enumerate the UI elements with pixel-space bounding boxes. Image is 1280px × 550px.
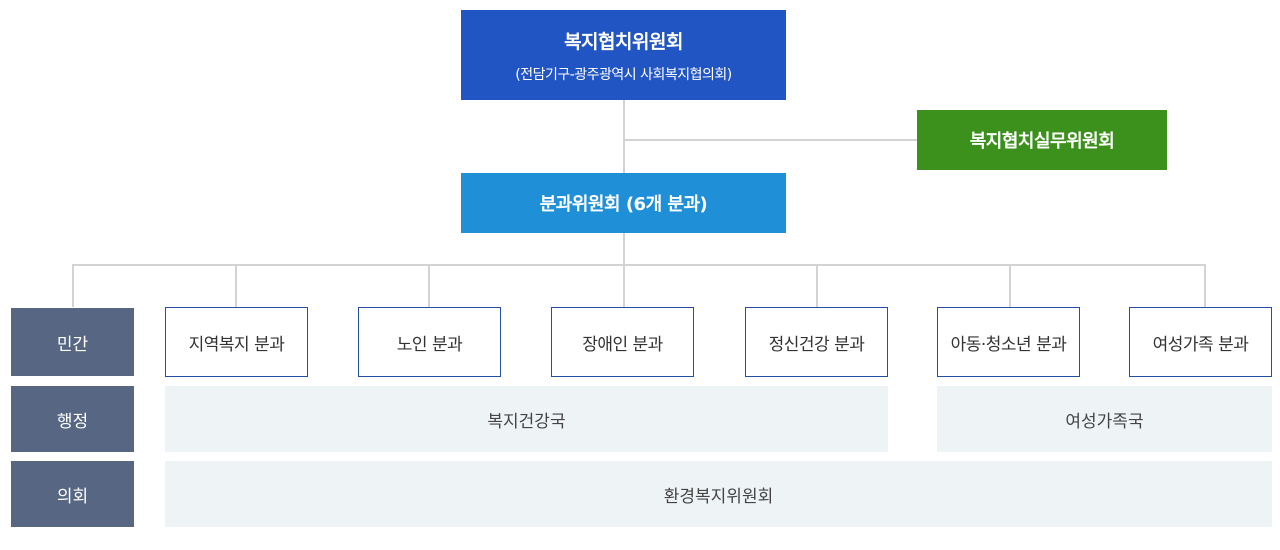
division-mental-health: 정신건강 분과 — [745, 307, 888, 377]
division-elderly: 노인 분과 — [358, 307, 501, 377]
row-label-civil: 민간 — [11, 308, 134, 376]
division-disability: 장애인 분과 — [551, 307, 694, 377]
connector-drop-4 — [816, 264, 818, 307]
division-women-family: 여성가족 분과 — [1129, 307, 1272, 377]
row-label-council: 의회 — [11, 461, 134, 527]
top-committee-box: 복지협치위원회 (전담기구-광주광역시 사회복지협의회) — [461, 10, 786, 100]
admin-bureau-welfare-health: 복지건강국 — [165, 386, 888, 452]
connector-drop-6 — [1204, 264, 1206, 307]
connector-drop-1 — [235, 264, 237, 307]
connector-practical — [623, 139, 917, 141]
connector-sub-down — [623, 233, 625, 265]
admin-bureau-women-family: 여성가족국 — [937, 386, 1272, 452]
top-committee-title: 복지협치위원회 — [564, 30, 683, 53]
row-label-admin: 행정 — [11, 386, 134, 452]
practical-committee-box: 복지협치실무위원회 — [917, 110, 1167, 170]
connector-drop-5 — [1009, 264, 1011, 307]
connector-drop-2 — [428, 264, 430, 307]
division-regional-welfare: 지역복지 분과 — [165, 307, 308, 377]
top-committee-subtitle: (전담기구-광주광역시 사회복지협의회) — [515, 66, 732, 83]
connector-drop-3 — [623, 264, 625, 307]
council-committee: 환경복지위원회 — [165, 461, 1272, 527]
sub-committee-box: 분과위원회 (6개 분과) — [461, 173, 786, 233]
connector-main-vertical — [623, 100, 625, 173]
connector-horizontal-bus — [72, 264, 1206, 266]
connector-drop-civil — [72, 264, 74, 307]
division-child-youth: 아동·청소년 분과 — [937, 307, 1080, 377]
